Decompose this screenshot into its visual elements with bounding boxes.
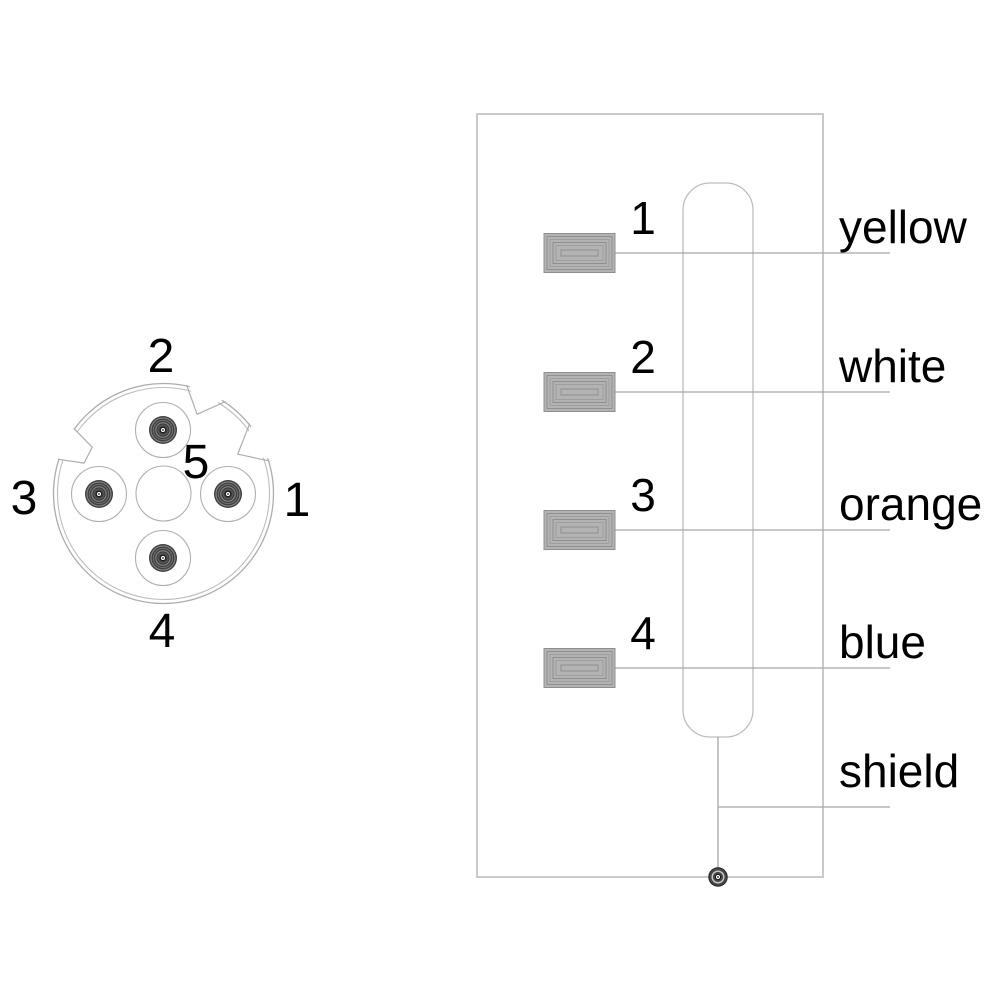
wire-pin-number-4: 4 xyxy=(630,607,656,659)
pin-label-4: 4 xyxy=(149,605,176,658)
wire-pin-number-2: 2 xyxy=(630,331,656,383)
connector-face-view: 2 3 1 4 5 xyxy=(11,330,311,658)
terminal-1 xyxy=(543,233,616,273)
wire-pin-number-3: 3 xyxy=(630,469,656,521)
pin-label-3: 3 xyxy=(11,472,38,525)
pin-label-1: 1 xyxy=(284,474,311,527)
connector-rim-inner xyxy=(56,386,271,601)
center-hole-5 xyxy=(135,465,192,522)
wire-label-orange: orange xyxy=(839,478,982,530)
terminal-4 xyxy=(543,648,616,688)
key-notch-top-right-eraser xyxy=(187,379,229,415)
pin-label-2: 2 xyxy=(148,330,175,383)
key-notch-left xyxy=(57,427,93,464)
shield-contact-dot xyxy=(708,867,728,887)
wiring-schematic: 1 2 3 4 yellow white orange blue shield xyxy=(476,113,982,887)
cable-sleeve-outline xyxy=(682,182,754,738)
shield-label: shield xyxy=(839,745,959,797)
key-notch-right-eraser xyxy=(237,419,276,460)
pin-contact-1 xyxy=(199,465,257,523)
key-notch-right xyxy=(237,423,270,462)
wire-label-yellow: yellow xyxy=(839,201,968,253)
pin-contact-3 xyxy=(70,465,128,523)
wire-label-blue: blue xyxy=(839,616,926,668)
pin-contact-2 xyxy=(134,401,192,459)
terminal-2 xyxy=(543,372,616,412)
key-notch-left-eraser xyxy=(52,424,93,464)
terminal-3 xyxy=(543,510,616,550)
housing-outline xyxy=(476,113,824,878)
pin-label-5: 5 xyxy=(183,436,210,489)
wire-pin-number-1: 1 xyxy=(630,192,656,244)
key-notch-top-right xyxy=(186,384,226,415)
pin-contact-4 xyxy=(134,529,192,587)
wire-label-white: white xyxy=(838,340,946,392)
